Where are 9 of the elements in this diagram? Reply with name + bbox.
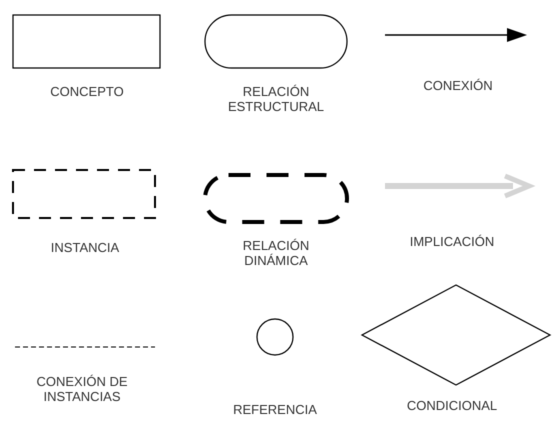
symbol-caption: REFERENCIA: [232, 402, 318, 417]
symbol-caption: CONDICIONAL: [406, 398, 498, 413]
symbol-caption: CONEXIÓN: [422, 78, 494, 93]
symbol-caption: RELACIÓN ESTRUCTURAL: [226, 84, 326, 114]
symbol-caption: IMPLICACIÓN: [408, 234, 496, 249]
symbol-caption: RELACIÓN DINÁMICA: [242, 238, 310, 268]
symbol-caption: INSTANCIA: [50, 240, 120, 255]
symbol-caption: CONCEPTO: [49, 84, 125, 99]
symbol-caption: CONEXIÓN DE INSTANCIAS: [35, 374, 128, 404]
